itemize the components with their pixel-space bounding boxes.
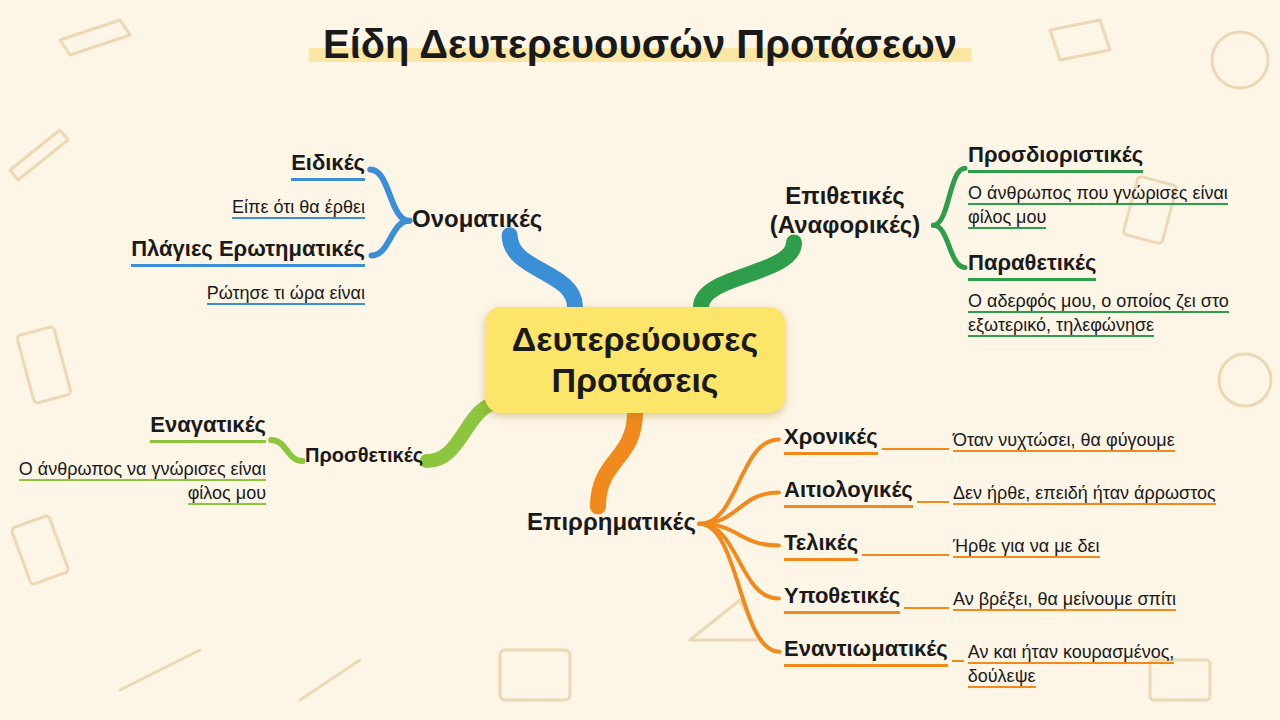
title: Είδη Δευτερευουσών Προτάσεων: [309, 22, 971, 66]
category-heading: Υποθετικές: [784, 583, 900, 614]
branch-connector: [933, 225, 965, 267]
branch-connector: [699, 440, 779, 524]
center-box: Δευτερεύουσες Προτάσεις: [485, 307, 785, 413]
branch-connector: [701, 242, 794, 307]
heading-box: Αιτιολογικές: [784, 477, 913, 508]
branch-connector: [598, 413, 635, 507]
category-heading: Αιτιολογικές: [784, 477, 913, 508]
example-wrap: Ρώτησε τι ώρα είναι: [40, 281, 365, 305]
leaf-link-line: [917, 483, 949, 503]
example-sentence: Ο αδερφός μου, ο οποίος ζει στο εξωτερικ…: [968, 291, 1229, 337]
example-sentence: Δεν ήρθε, επειδή ήταν άρρωστος: [953, 483, 1216, 505]
branch-connector: [370, 169, 409, 220]
branch-text: Ονοματικές: [412, 205, 542, 234]
category-leaf: Πλάγιες ΕρωτηματικέςΡώτησε τι ώρα είναι: [40, 236, 365, 305]
heading-box: Εναντιωματικές: [784, 636, 948, 667]
category-heading: Πλάγιες Ερωτηματικές: [131, 236, 365, 267]
category-heading: Τελικές: [784, 530, 858, 561]
branch-text: Επιρρηματικές: [527, 508, 696, 537]
category-heading: Προσδιοριστικές: [968, 142, 1143, 173]
heading-wrap: Πλάγιες Ερωτηματικές: [40, 236, 365, 267]
leaf-row: Αιτιολογικές Δεν ήρθε, επειδή ήταν άρρωστ…: [784, 477, 1280, 508]
branch-connector: [271, 440, 302, 461]
branch-connector: [510, 235, 575, 307]
example-wrap: Δεν ήρθε, επειδή ήταν άρρωστος: [953, 481, 1280, 505]
example-wrap: Αν και ήταν κουρασμένος, δούλεψε: [968, 640, 1218, 689]
example-sentence: Είπε ότι θα έρθει: [232, 197, 365, 219]
branch-connector: [372, 221, 410, 256]
example-wrap: Αν βρέξει, θα μείνουμε σπίτι: [953, 587, 1280, 611]
category-heading: Ειδικές: [291, 150, 365, 181]
example-wrap: Είπε ότι θα έρθει: [100, 195, 365, 219]
example-sentence: Αν και ήταν κουρασμένος, δούλεψε: [968, 642, 1175, 688]
leaf-link-line: [882, 430, 949, 450]
leaf-row: Τελικές Ήρθε για να με δει: [784, 530, 1280, 561]
example-wrap: Όταν νυχτώσει, θα φύγουμε: [953, 428, 1280, 452]
example-wrap: Ο άνθρωπος να γνώρισες είναι φίλος μου: [4, 457, 266, 506]
example-sentence: Όταν νυχτώσει, θα φύγουμε: [953, 430, 1175, 452]
title-wrap: Είδη Δευτερευουσών Προτάσεων: [0, 22, 1280, 67]
leaf-row: Εναντιωματικές Αν και ήταν κουρασμένος, δ…: [784, 636, 1218, 689]
leaf-link-line: [952, 642, 964, 662]
example-wrap: Ο αδερφός μου, ο οποίος ζει στο εξωτερικ…: [968, 289, 1268, 338]
heading-wrap: Παραθετικές: [968, 250, 1268, 281]
heading-box: Τελικές: [784, 530, 858, 561]
category-leaf: Παραθετικές Ο αδερφός μου, ο οποίος ζει σ…: [968, 250, 1268, 338]
category-leaf: Αιτιολογικές Δεν ήρθε, επειδή ήταν άρρωστ…: [784, 477, 1280, 508]
category-leaf: Υποθετικές Αν βρέξει, θα μείνουμε σπίτι: [784, 583, 1280, 614]
heading-box: Υποθετικές: [784, 583, 900, 614]
heading-wrap: Προσδιοριστικές: [968, 142, 1268, 173]
center-label: Δευτερεύουσες Προτάσεις: [495, 319, 775, 401]
heading-box: Χρονικές: [784, 424, 878, 455]
branch-label: Προσθετικές: [305, 443, 423, 467]
category-heading: Παραθετικές: [968, 250, 1096, 281]
leaf-row: Χρονικές Όταν νυχτώσει, θα φύγουμε: [784, 424, 1280, 455]
category-leaf: ΕιδικέςΕίπε ότι θα έρθει: [100, 150, 365, 219]
example-sentence: Ρώτησε τι ώρα είναι: [207, 283, 365, 305]
branch-connector: [699, 524, 779, 652]
example-sentence: Ήρθε για να με δει: [953, 536, 1100, 558]
branch-text: Προσθετικές: [305, 443, 423, 467]
leaf-link-line: [904, 589, 949, 609]
category-heading: Εναγατικές: [150, 412, 266, 443]
category-leaf: Εναντιωματικές Αν και ήταν κουρασμένος, δ…: [784, 636, 1218, 689]
branch-label: Ονοματικές: [412, 205, 542, 234]
category-leaf: Προσδιοριστικές Ο άνθρωπος που γνώρισες ε…: [968, 142, 1268, 230]
category-leaf: Χρονικές Όταν νυχτώσει, θα φύγουμε: [784, 424, 1280, 455]
branch-text: Επιθετικές (Αναφορικές): [760, 182, 930, 240]
example-sentence: Ο άνθρωπος που γνώρισες είναι φίλος μου: [968, 183, 1228, 229]
example-sentence: Αν βρέξει, θα μείνουμε σπίτι: [953, 589, 1176, 611]
example-wrap: Ο άνθρωπος που γνώρισες είναι φίλος μου: [968, 181, 1268, 230]
category-leaf: Εναγατικές Ο άνθρωπος να γνώρισες είναι φ…: [4, 412, 266, 506]
category-heading: Χρονικές: [784, 424, 878, 455]
branch-connector: [699, 493, 779, 524]
leaf-row: Υποθετικές Αν βρέξει, θα μείνουμε σπίτι: [784, 583, 1280, 614]
branch-connector: [427, 402, 503, 461]
heading-wrap: Εναγατικές: [4, 412, 266, 443]
category-leaf: Τελικές Ήρθε για να με δει: [784, 530, 1280, 561]
example-wrap: Ήρθε για να με δει: [953, 534, 1280, 558]
example-sentence: Ο άνθρωπος να γνώρισες είναι φίλος μου: [19, 459, 266, 505]
heading-wrap: Ειδικές: [100, 150, 365, 181]
category-heading: Εναντιωματικές: [784, 636, 948, 667]
branch-label: Επιθετικές (Αναφορικές): [760, 182, 930, 240]
branch-label: Επιρρηματικές: [527, 508, 696, 537]
branch-connector: [933, 168, 965, 225]
leaf-link-line: [862, 536, 949, 556]
